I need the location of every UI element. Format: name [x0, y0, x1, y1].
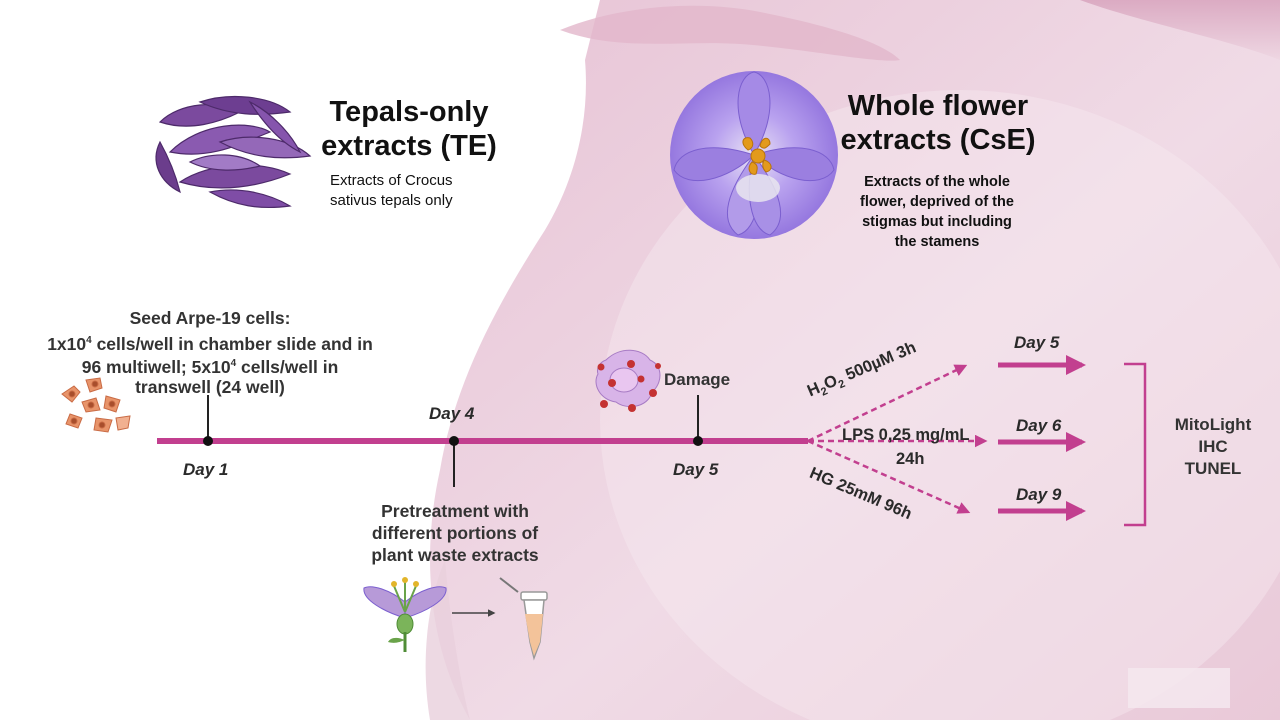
- tepals-image: [155, 95, 312, 209]
- seed-cells-line2: 1x104 cells/well in chamber slide and in: [47, 333, 373, 354]
- seed-cells-line3: 96 multiwell; 5x104 cells/well in: [81, 356, 339, 377]
- damage-icon: [595, 349, 661, 412]
- tepals-title-line2: extracts (TE): [321, 130, 497, 162]
- day4-label: Day 4: [429, 404, 475, 423]
- flower-cross-section-icon: [363, 577, 447, 652]
- tepals-description-line2: sativus tepals only: [330, 192, 453, 209]
- day1-marker: [203, 436, 213, 446]
- damage-label: Damage: [664, 370, 731, 389]
- day5-marker: [693, 436, 703, 446]
- h2o2-branch-arrow: [807, 364, 968, 443]
- whole-flower-description-line2: flower, deprived of the: [860, 194, 1014, 210]
- whole-flower-description-line4: the stamens: [894, 234, 980, 250]
- tepals-description-line1: Extracts of Crocus: [330, 172, 453, 189]
- hg-branch-arrow: [807, 439, 971, 514]
- day4-marker: [449, 436, 459, 446]
- endpoint-day-a: Day 5: [1014, 333, 1060, 352]
- seed-cells-line1: Seed Arpe-19 cells:: [129, 308, 291, 328]
- tepals-title-line1: Tepals-only: [329, 96, 489, 128]
- lps-condition-line2: 24h: [896, 450, 925, 468]
- pretreatment-line3: plant waste extracts: [371, 545, 539, 565]
- cells-icon: [61, 377, 131, 433]
- readout-bracket: [1124, 362, 1147, 527]
- readout-ihc: IHC: [1198, 437, 1228, 456]
- lps-condition-line1: LPS 0,25 mg/mL: [842, 426, 970, 444]
- whole-flower-title-line2: extracts (CsE): [840, 124, 1036, 156]
- whole-flower-description-line3: stigmas but including: [862, 214, 1012, 230]
- whole-flower-title-line1: Whole flower: [847, 90, 1029, 122]
- readout-tunel: TUNEL: [1184, 459, 1242, 478]
- pretreatment-line1: Pretreatment with: [381, 501, 529, 521]
- crocus-flower-image: [670, 71, 838, 239]
- seed-cells-line4: transwell (24 well): [135, 377, 285, 397]
- endpoint-day-c: Day 9: [1016, 485, 1062, 504]
- day5-label: Day 5: [673, 460, 719, 479]
- endpoint-day-b: Day 6: [1016, 416, 1062, 435]
- whole-flower-description-line1: Extracts of the whole: [864, 174, 1010, 190]
- day1-label: Day 1: [183, 460, 229, 479]
- readout-mitolight: MitoLight: [1174, 415, 1252, 434]
- pretreatment-line2: different portions of: [371, 523, 539, 543]
- tube-icon: [499, 577, 548, 661]
